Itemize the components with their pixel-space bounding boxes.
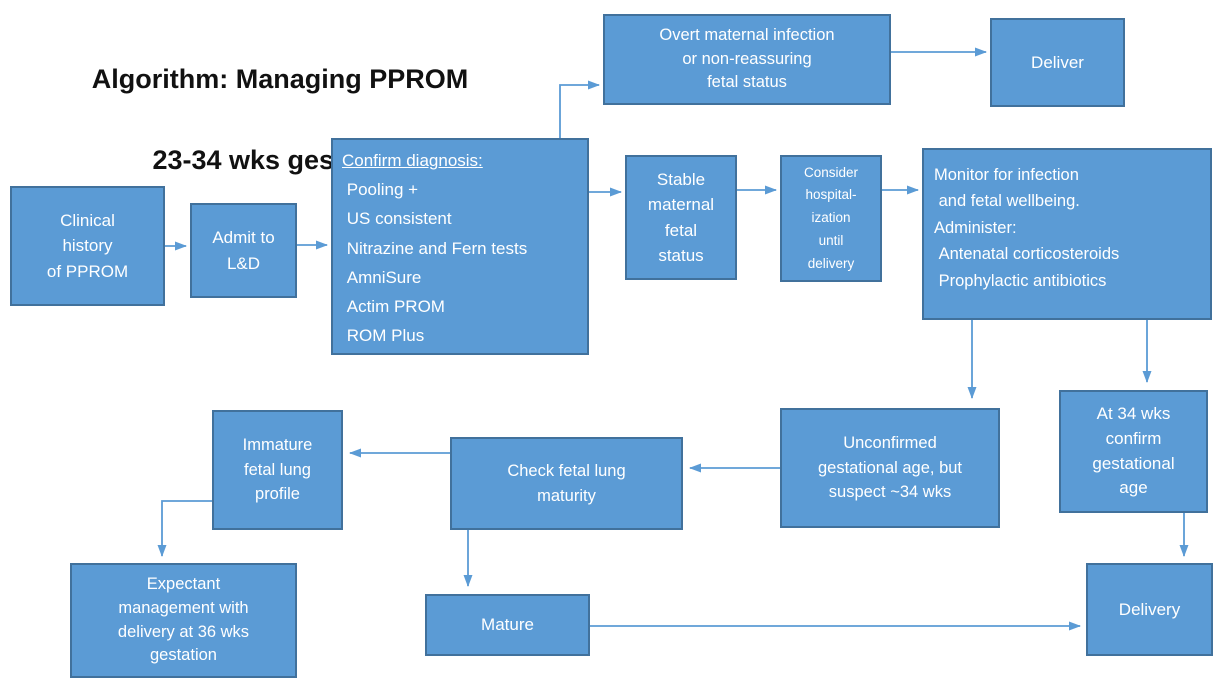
diagram-title-line1: Algorithm: Managing PPROM [91,63,469,94]
node-overt-maternal-infection: Overt maternal infection or non-reassuri… [603,14,891,105]
node-check-fetal-lung-maturity: Check fetal lung maturity [450,437,683,530]
arrow-immature-to-expectant [157,500,212,557]
arrow-confirm-to-overt [559,80,600,138]
node-confirm-diagnosis: Confirm diagnosis: Pooling + US consiste… [331,138,589,355]
confirm-diagnosis-tests: Pooling + US consistent Nitrazine and Fe… [346,180,528,346]
node-expectant-management: Expectant management with delivery at 36… [70,563,297,678]
node-clinical-history: Clinical history of PPROM [10,186,165,306]
node-delivery: Delivery [1086,563,1213,656]
node-mature: Mature [425,594,590,656]
node-admit-to-ld: Admit to L&D [190,203,297,298]
node-consider-hospitalization: Consider hospital- ization until deliver… [780,155,882,282]
node-immature-fetal-lung-profile: Immature fetal lung profile [212,410,343,530]
confirm-diagnosis-heading: Confirm diagnosis: [342,151,483,170]
node-deliver: Deliver [990,18,1125,107]
node-at-34-wks-confirm-age: At 34 wks confirm gestational age [1059,390,1208,513]
node-stable-maternal-fetal-status: Stable maternal fetal status [625,155,737,280]
node-unconfirmed-gestational-age: Unconfirmed gestational age, but suspect… [780,408,1000,528]
node-monitor-infection: Monitor for infection and fetal wellbein… [922,148,1212,320]
